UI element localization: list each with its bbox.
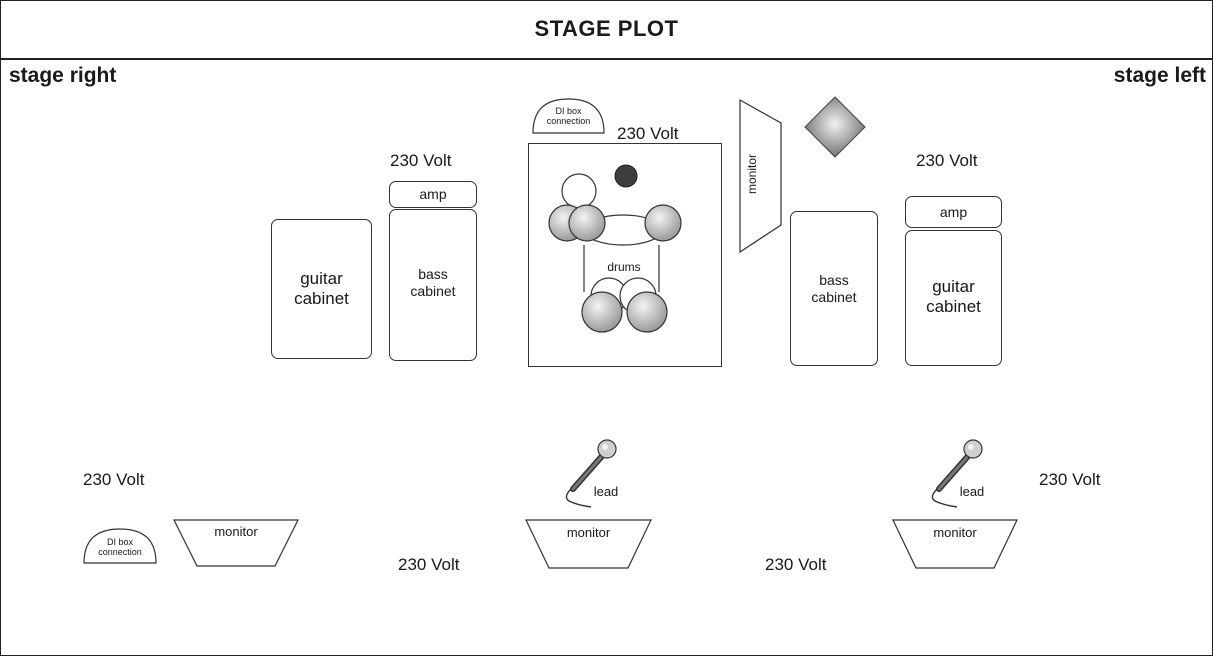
di-box-label-line2: connection <box>546 116 591 126</box>
guitar-cabinet-right: guitar cabinet <box>905 230 1002 366</box>
monitor-wedge-icon <box>892 519 1018 569</box>
bass-amp-left-label: amp <box>419 186 447 202</box>
microphone-icon <box>927 435 987 513</box>
power-label-front-left: 230 Volt <box>83 470 145 489</box>
bass-amp-left: amp <box>389 181 477 208</box>
monitor-front-left-label: monitor <box>214 524 258 539</box>
monitor-front-right-label: monitor <box>933 525 977 540</box>
bass-cabinet-left-line2: cabinet <box>410 283 456 299</box>
guitar-cabinet-left: guitar cabinet <box>271 219 372 359</box>
bass-cabinet-right: bass cabinet <box>790 211 878 366</box>
guitar-amp-right: amp <box>905 196 1002 228</box>
drum-monitor-wedge: monitor <box>739 98 783 254</box>
di-box-front-label-line1: DI box <box>106 537 133 547</box>
microphone-icon <box>561 435 621 513</box>
stage-left-label: stage left <box>1113 64 1206 87</box>
guitar-cabinet-right-line1: guitar <box>932 277 975 296</box>
guitar-cabinet-left-line2: cabinet <box>294 289 349 308</box>
drum-kit: drums <box>528 143 722 367</box>
diamond-light-icon <box>803 95 867 159</box>
bass-cabinet-left: bass cabinet <box>389 209 477 361</box>
di-box-front-left: DI box connection <box>82 527 158 565</box>
monitor-wedge-icon <box>173 519 299 567</box>
stage-right-label: stage right <box>9 64 117 87</box>
guitar-cabinet-left-line1: guitar <box>300 269 343 288</box>
bass-cabinet-right-line1: bass <box>819 271 849 288</box>
drums-label: drums <box>607 260 641 274</box>
bass-cabinet-left-line1: bass <box>418 266 448 282</box>
di-box-icon: DI box connection <box>531 97 606 135</box>
drum-monitor-label: monitor <box>745 154 759 195</box>
guitar-cabinet-right-line2: cabinet <box>926 297 981 316</box>
di-box-front-label-line2: connection <box>98 547 142 557</box>
title-bar: STAGE PLOT <box>1 1 1212 60</box>
mic-center-label: lead <box>593 484 619 499</box>
monitor-wedge-icon <box>525 519 652 569</box>
power-label-front-center-left: 230 Volt <box>398 555 460 574</box>
drum-kit-drawing <box>548 164 682 333</box>
page-title: STAGE PLOT <box>534 16 679 41</box>
monitor-front-center: monitor <box>525 519 652 569</box>
di-box-icon <box>83 528 157 564</box>
power-label-bass-left: 230 Volt <box>390 151 452 170</box>
power-label-amp-right: 230 Volt <box>916 151 978 170</box>
monitor-front-center-label: monitor <box>566 525 611 540</box>
mic-right-label: lead <box>959 484 985 499</box>
monitor-front-left: monitor <box>173 519 299 567</box>
power-label-front-center-right: 230 Volt <box>765 555 827 574</box>
monitor-front-right: monitor <box>892 519 1018 569</box>
guitar-amp-right-label: amp <box>939 203 968 220</box>
monitor-wedge-icon <box>739 98 782 254</box>
power-label-drums: 230 Volt <box>617 124 679 143</box>
power-label-front-right: 230 Volt <box>1039 470 1101 489</box>
bass-cabinet-right-line2: cabinet <box>811 288 857 305</box>
di-box-label-line1: DI box <box>555 106 582 116</box>
